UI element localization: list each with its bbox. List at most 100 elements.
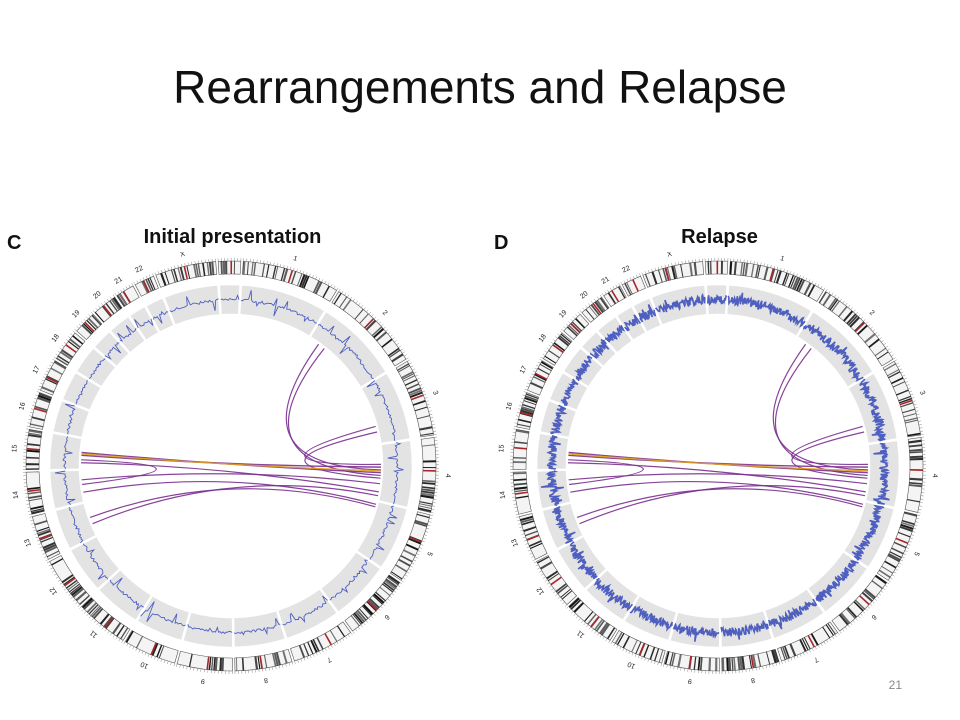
band-stain xyxy=(253,262,257,276)
tick xyxy=(34,398,38,400)
tick xyxy=(555,593,558,597)
chromosome-label: 13 xyxy=(511,538,520,548)
tick xyxy=(373,316,377,320)
band-stain xyxy=(72,587,84,598)
tick xyxy=(773,265,775,269)
band-stain xyxy=(414,519,428,526)
tick xyxy=(74,328,77,332)
band-stain xyxy=(898,395,912,402)
tick xyxy=(44,555,48,558)
chromosome-label: 16 xyxy=(505,402,514,412)
page-number: 21 xyxy=(888,678,902,692)
tick xyxy=(893,571,897,574)
tick xyxy=(429,517,433,520)
band-stain xyxy=(733,261,737,275)
band-stain xyxy=(857,324,868,335)
band-stain xyxy=(384,580,396,590)
band-stain xyxy=(86,319,97,330)
tick xyxy=(32,404,36,407)
band-stain xyxy=(741,656,746,670)
tick xyxy=(579,310,583,313)
tick xyxy=(123,641,126,645)
band-stain xyxy=(853,601,864,612)
tick xyxy=(802,652,805,656)
chromosome-label: 1 xyxy=(779,255,785,263)
copy-number-signal xyxy=(134,318,154,329)
band-stain xyxy=(141,280,149,294)
band-stain xyxy=(594,301,604,313)
tick xyxy=(599,294,602,298)
band-stain xyxy=(342,299,352,311)
tick xyxy=(623,280,626,284)
tick xyxy=(615,284,618,288)
tick xyxy=(91,618,94,621)
tick xyxy=(416,377,420,380)
tick xyxy=(765,665,767,669)
band-stain xyxy=(91,314,102,326)
band-stain xyxy=(373,593,385,604)
band-stain xyxy=(575,317,586,329)
band-stain xyxy=(544,355,557,364)
chromosome-label: 17 xyxy=(519,365,529,375)
band-stain xyxy=(170,269,176,283)
tick xyxy=(858,314,861,317)
band-stain xyxy=(566,326,578,337)
tick xyxy=(871,600,875,604)
band-stain xyxy=(350,615,360,627)
band-stain xyxy=(588,306,598,317)
band-stain xyxy=(731,657,734,671)
tick xyxy=(752,668,754,672)
tick xyxy=(834,294,837,298)
chromosome-label: 6 xyxy=(383,613,391,621)
band-stain xyxy=(891,377,904,385)
band-stain xyxy=(899,397,912,404)
band-stain xyxy=(775,270,782,284)
band-stain xyxy=(27,491,41,495)
tick xyxy=(396,342,399,346)
band-stain xyxy=(40,536,53,543)
band-stain xyxy=(854,321,865,332)
band-stain xyxy=(715,657,718,671)
band-stain xyxy=(83,323,94,334)
band-stain xyxy=(790,275,797,289)
band-stain xyxy=(31,509,45,515)
chromosome-5: 5 xyxy=(356,501,433,583)
chromosome-20: 20 xyxy=(579,290,633,353)
copy-number-signal xyxy=(220,294,240,301)
tick xyxy=(55,353,59,356)
band-stain xyxy=(79,595,90,605)
tick xyxy=(327,282,330,286)
tick xyxy=(272,666,274,670)
tick xyxy=(174,265,176,269)
tick xyxy=(528,379,532,382)
tick xyxy=(602,636,605,640)
chromosome-label: 20 xyxy=(92,290,103,300)
band-stain xyxy=(750,264,755,278)
band-stain xyxy=(739,656,743,670)
tick xyxy=(612,286,615,290)
centromere xyxy=(422,469,436,472)
band-stain xyxy=(403,549,416,557)
band-stain xyxy=(275,652,281,666)
tick xyxy=(131,283,134,287)
band-stain xyxy=(382,583,394,593)
band-stain xyxy=(219,657,222,671)
chromosome-label: X xyxy=(667,252,673,259)
band-stain xyxy=(513,482,527,486)
tick xyxy=(391,593,395,596)
band-stain xyxy=(671,265,677,280)
band-stain xyxy=(689,262,693,276)
tick xyxy=(836,296,840,300)
band-stain xyxy=(614,631,623,644)
tick xyxy=(539,358,543,361)
tick xyxy=(889,577,893,580)
tick xyxy=(125,286,128,290)
centromere xyxy=(859,595,870,606)
band-stain xyxy=(390,571,403,580)
copy-number-signal xyxy=(117,325,137,342)
tick xyxy=(28,514,32,516)
tick xyxy=(55,576,59,579)
copy-number-signal xyxy=(768,598,818,630)
band-stain xyxy=(534,373,547,381)
chromosome-10: 10 xyxy=(610,595,677,669)
